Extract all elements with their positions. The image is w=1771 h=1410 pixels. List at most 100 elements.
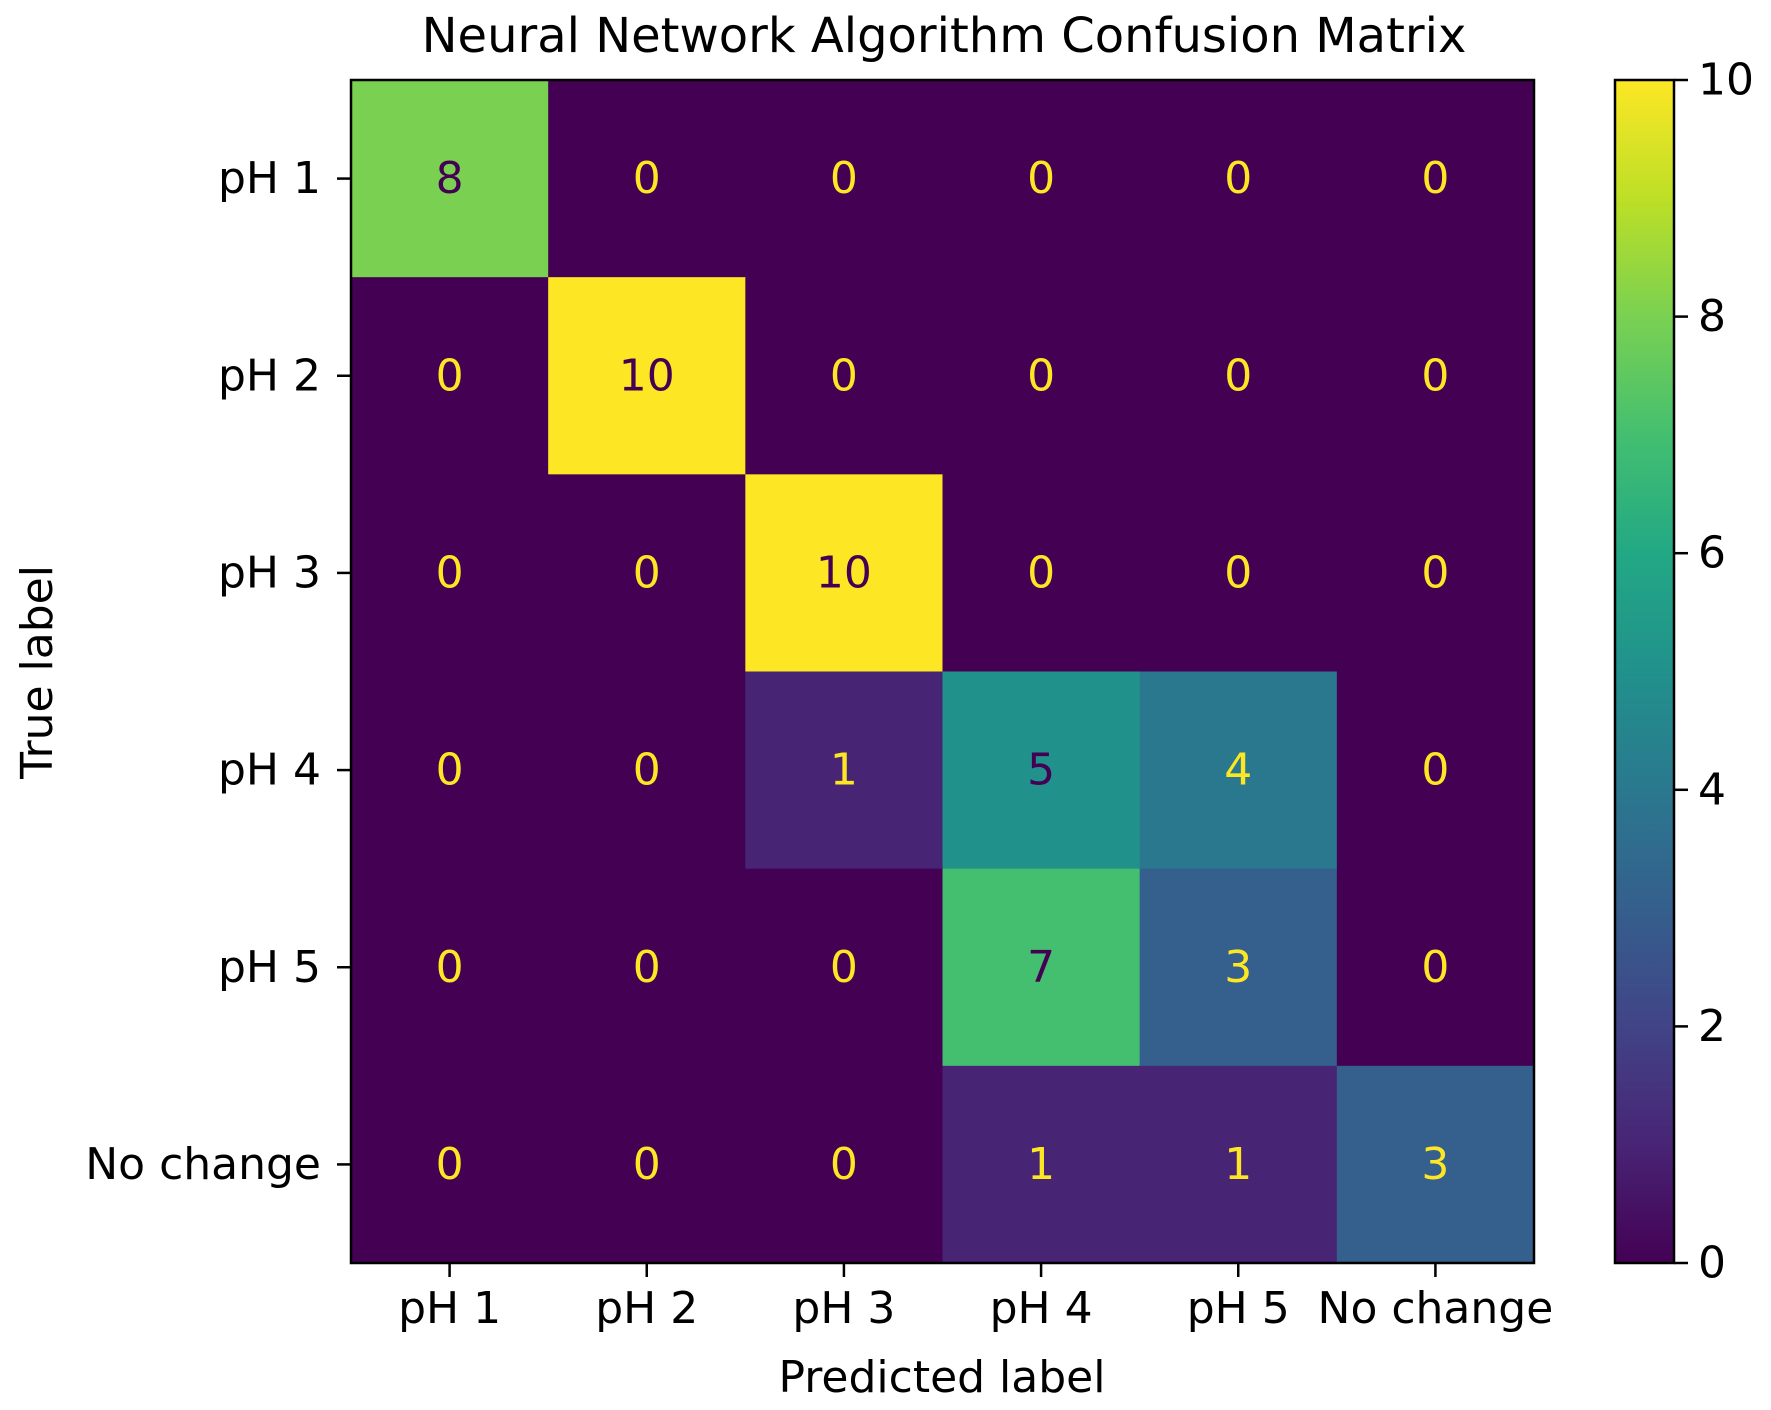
y-tick-label: pH 5 <box>218 942 321 993</box>
heatmap-cell <box>1139 277 1338 475</box>
heatmap-cell <box>1336 671 1535 870</box>
cell-value-label: 4 <box>1224 745 1252 796</box>
heatmap-cell <box>1139 1065 1338 1264</box>
y-tick-label: pH 4 <box>218 745 321 796</box>
cell-value-label: 1 <box>1224 1139 1252 1190</box>
heatmap-cell <box>745 868 943 1067</box>
colorbar-tick-label: 10 <box>1698 55 1754 106</box>
cell-value-label: 0 <box>830 153 858 204</box>
x-axis-ticks: pH 1 pH 2 pH 3 pH 4 pH 5 No change <box>398 1263 1553 1334</box>
cell-value-label: 0 <box>1027 547 1055 598</box>
cell-value-label: 5 <box>1027 745 1055 796</box>
cell-value-label: 10 <box>816 547 872 598</box>
cell-value-label: 1 <box>830 745 858 796</box>
heatmap-cell <box>942 671 1141 870</box>
colorbar-tick-label: 0 <box>1698 1238 1726 1289</box>
cell-value-label: 0 <box>633 745 661 796</box>
cell-value-label: 0 <box>1421 547 1449 598</box>
heatmap-cell <box>351 1065 549 1264</box>
colorbar-ticks: 0 2 4 6 8 10 <box>1674 55 1754 1289</box>
heatmap-cell <box>1139 868 1338 1067</box>
colorbar-tick-label: 6 <box>1698 528 1726 579</box>
heatmap-cell <box>351 671 549 870</box>
cell-value-label: 0 <box>633 1139 661 1190</box>
heatmap-cell <box>1139 671 1338 870</box>
x-tick-label: pH 3 <box>792 1283 895 1334</box>
cell-value-label: 0 <box>830 350 858 401</box>
heatmap-cell <box>351 277 549 475</box>
chart-title: Neural Network Algorithm Confusion Matri… <box>422 8 1467 64</box>
heatmap-cell <box>745 474 943 672</box>
heatmap-cell <box>351 868 549 1067</box>
cell-value-label: 0 <box>633 153 661 204</box>
x-tick-label: pH 4 <box>990 1283 1093 1334</box>
colorbar-tick-label: 2 <box>1698 1001 1726 1052</box>
cell-value-label: 0 <box>1421 942 1449 993</box>
cell-value-label: 8 <box>436 153 464 204</box>
heatmap-cells <box>351 80 1535 1264</box>
heatmap-cell <box>548 671 746 870</box>
y-tick-label: pH 1 <box>218 153 321 204</box>
x-tick-label: pH 1 <box>398 1283 501 1334</box>
heatmap-cell <box>1139 80 1338 278</box>
heatmap-cell <box>1336 474 1535 672</box>
cell-value-label: 0 <box>436 745 464 796</box>
x-tick-label: pH 5 <box>1187 1283 1290 1334</box>
heatmap-cell <box>548 1065 746 1264</box>
y-axis-ticks: pH 1 pH 2 pH 3 pH 4 pH 5 No change <box>85 153 351 1190</box>
cell-value-label: 0 <box>436 1139 464 1190</box>
heatmap-cell <box>942 868 1141 1067</box>
cell-value-label: 3 <box>1224 942 1252 993</box>
cell-value-label: 0 <box>1224 350 1252 401</box>
heatmap-cell <box>1336 277 1535 475</box>
x-axis-label: Predicted label <box>779 1352 1106 1403</box>
heatmap-cell <box>1336 80 1535 278</box>
colorbar-tick-label: 4 <box>1698 764 1726 815</box>
x-tick-label: No change <box>1318 1283 1554 1334</box>
cell-value-label: 0 <box>436 547 464 598</box>
cell-value-label: 0 <box>1027 350 1055 401</box>
heatmap-cell <box>548 80 746 278</box>
heatmap-cell <box>942 1065 1141 1264</box>
cell-value-label: 0 <box>1224 547 1252 598</box>
colorbar-tick-label: 8 <box>1698 291 1726 342</box>
cell-value-label: 0 <box>830 1139 858 1190</box>
plot-frame <box>349 78 1536 1265</box>
cell-value-label: 0 <box>1421 745 1449 796</box>
heatmap-cell <box>1336 868 1535 1067</box>
heatmap-cell <box>745 80 943 278</box>
heatmap-cell <box>745 1065 943 1264</box>
heatmap-cell <box>745 671 943 870</box>
cell-value-label: 10 <box>619 350 675 401</box>
cell-value-label: 0 <box>1421 350 1449 401</box>
heatmap-cell <box>548 474 746 672</box>
cell-value-labels: 8 0 0 0 0 0 0 10 0 0 0 0 0 0 10 0 0 0 0 0 1 5 4 0 0 0 0 7 3 0 0 0 0 1 1 3 <box>436 153 1450 1190</box>
cell-value-label: 0 <box>436 350 464 401</box>
cell-value-label: 1 <box>1027 1139 1055 1190</box>
cell-value-label: 0 <box>1421 153 1449 204</box>
cell-value-label: 3 <box>1421 1139 1449 1190</box>
heatmap-cell <box>548 868 746 1067</box>
heatmap-cell <box>1139 474 1338 672</box>
heatmap-cell <box>351 474 549 672</box>
cell-value-label: 0 <box>633 942 661 993</box>
cell-value-label: 0 <box>633 547 661 598</box>
x-tick-label: pH 2 <box>595 1283 698 1334</box>
cell-value-label: 0 <box>1027 153 1055 204</box>
y-tick-label: No change <box>85 1139 321 1190</box>
heatmap-cell <box>351 80 549 278</box>
y-axis-label: True label <box>12 565 63 780</box>
heatmap-cell <box>942 277 1141 475</box>
cell-value-label: 7 <box>1027 942 1055 993</box>
heatmap-cell <box>1336 1065 1535 1264</box>
y-tick-label: pH 2 <box>218 350 321 401</box>
cell-value-label: 0 <box>436 942 464 993</box>
heatmap-cell <box>942 80 1141 278</box>
heatmap-cell <box>745 277 943 475</box>
cell-value-label: 0 <box>830 942 858 993</box>
heatmap-cell <box>548 277 746 475</box>
heatmap-cell <box>942 474 1141 672</box>
y-tick-label: pH 3 <box>218 547 321 598</box>
cell-value-label: 0 <box>1224 153 1252 204</box>
